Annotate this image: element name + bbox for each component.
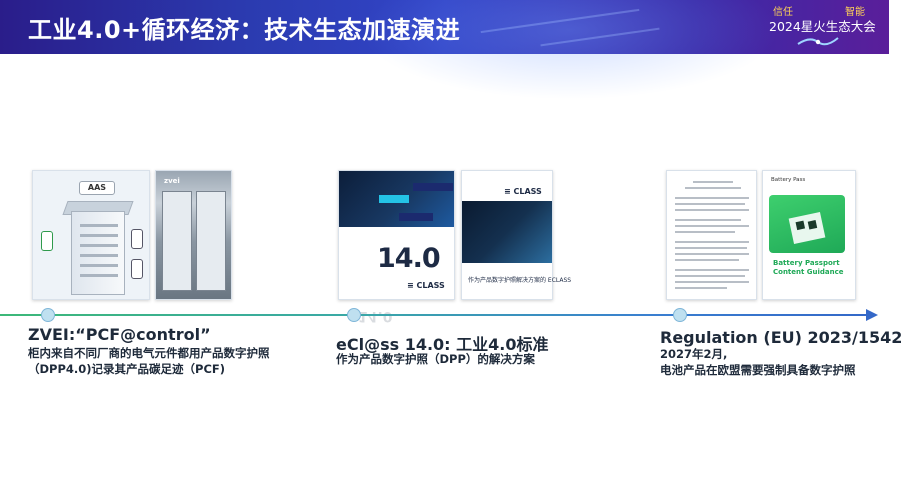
page-title: 工业4.0+循环经济：技术生态加速演进: [28, 16, 461, 44]
timeline-arrow-icon: [866, 309, 878, 321]
decorative-streak: [540, 27, 660, 47]
eclass-brand: ≡ CLASS: [504, 187, 542, 196]
milestone-description-eclass: 作为产品数字护照（DPP）的解决方案: [336, 352, 535, 366]
event-name: 2024星火生态大会: [769, 19, 876, 34]
milestone-description-zvei: 柜内来自不同厂商的电气元件都用产品数字护照 （DPP4.0)记录其产品碳足迹（P…: [28, 346, 270, 376]
eclass-dpp-cover: ≡ CLASS 作为产品数字护照解决方案的 ECLASS: [461, 170, 571, 300]
eclass-14-cover: 14.0 ≡ CLASS: [338, 170, 455, 300]
battery-passport-guidance-cover: Battery Pass Battery Passport Content Gu…: [762, 170, 856, 300]
battery-pass-logo: Battery Pass: [771, 177, 806, 183]
spark-logo-icon: [797, 37, 839, 46]
header-banner: 工业4.0+循环经济：技术生态加速演进 信任 智能 2024星火生态大会: [0, 0, 889, 100]
zvei-photo-label: zvei: [164, 177, 180, 185]
milestone-heading-eu-regulation: Regulation (EU) 2023/1542: [660, 328, 902, 347]
milestone-marker: [347, 308, 361, 322]
battery-qr-icon: [788, 211, 826, 245]
milestone-marker: [41, 308, 55, 322]
eu-regulation-document: [666, 170, 757, 300]
timeline-axis: [0, 314, 868, 316]
event-logo: 信任 智能 2024星火生态大会: [769, 2, 876, 52]
aas-cabinet-diagram: AAS: [32, 170, 150, 300]
dpp-photo: [462, 201, 552, 263]
rack-left: [162, 191, 192, 291]
component-chip-icon: [41, 231, 53, 251]
version-number: 14.0: [377, 243, 441, 274]
image-reflection: 14.0: [358, 308, 393, 324]
milestone-heading-eclass: eCl@ss 14.0: 工业4.0标准: [336, 335, 549, 354]
logo-word-intelligence: 智能: [845, 7, 865, 18]
rack-right: [196, 191, 226, 291]
dpp-caption: 作为产品数字护照解决方案的 ECLASS: [468, 277, 572, 284]
aas-label: AAS: [79, 181, 115, 195]
decorative-streak: [480, 8, 640, 34]
component-chip-icon: [131, 229, 143, 249]
logo-word-trust: 信任: [773, 7, 793, 18]
milestone-heading-zvei: ZVEI:“PCF@control”: [28, 325, 211, 344]
battery-illustration: [769, 195, 845, 253]
eclass-brand: ≡ CLASS: [407, 281, 445, 290]
control-cabinet-photo: zvei: [155, 170, 232, 300]
milestone-description-eu-regulation: 2027年2月, 电池产品在欧盟需要强制具备数字护照: [660, 347, 856, 377]
milestone-marker: [673, 308, 687, 322]
component-chip-icon: [131, 259, 143, 279]
cabinet-body: [71, 211, 125, 295]
battery-passport-title: Battery Passport Content Guidance: [773, 259, 844, 276]
